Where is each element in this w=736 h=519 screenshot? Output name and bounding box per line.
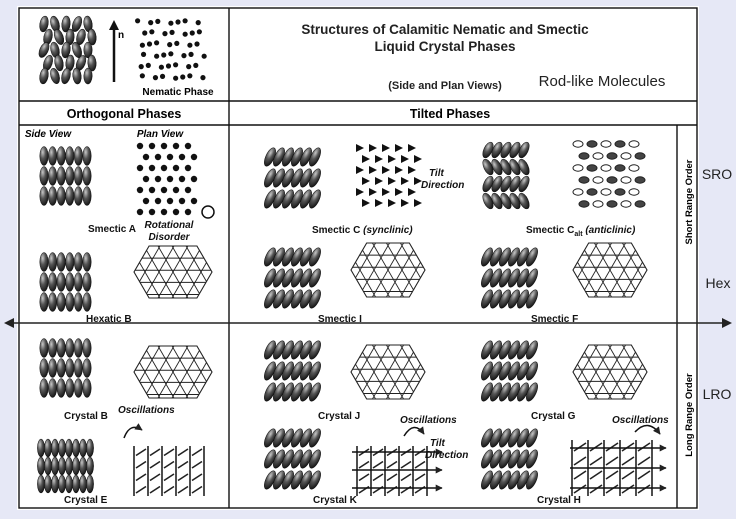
smectic-i-label: Smectic I xyxy=(318,314,362,325)
crystal-h-side xyxy=(479,427,540,491)
lro-label: LRO xyxy=(703,386,732,402)
crystal-g-label: Crystal G xyxy=(531,411,576,422)
sro-label: SRO xyxy=(702,166,732,182)
tilted-header: Tilted Phases xyxy=(410,107,490,121)
crystal-g-side xyxy=(479,339,540,403)
long-range-order-label: Long Range Order xyxy=(684,373,695,457)
hex-label: Hex xyxy=(706,275,731,291)
crystal-e-side xyxy=(37,439,93,493)
smectic-a-label: Smectic A xyxy=(88,224,136,235)
crystal-b-side xyxy=(40,339,91,398)
smectic-a-side xyxy=(40,147,91,206)
oscillations-h-label: Oscillations xyxy=(612,415,669,426)
smectic-f-label: Smectic F xyxy=(531,314,578,325)
disorder-label: Disorder xyxy=(148,232,190,243)
nematic-label: Nematic Phase xyxy=(142,87,214,98)
director-label: n xyxy=(118,30,124,41)
title-views: (Side and Plan Views) xyxy=(388,80,502,92)
plan-view-label: Plan View xyxy=(137,129,185,140)
oscillations-b-label: Oscillations xyxy=(118,405,175,416)
smectic-i-side xyxy=(262,246,323,310)
smectic-c-label: Smectic C (synclinic) xyxy=(312,225,413,236)
short-range-order-label: Short Range Order xyxy=(684,159,695,244)
crystal-k-label: Crystal K xyxy=(313,495,358,506)
title-line-2: Liquid Crystal Phases xyxy=(374,39,515,54)
crystal-k-side xyxy=(262,427,323,491)
nematic-molecules xyxy=(37,15,97,85)
tilt-direction-label: Direction xyxy=(421,180,464,191)
smectic-f-side xyxy=(479,246,540,310)
crystal-b-label: Crystal B xyxy=(64,411,108,422)
crystal-h-label: Crystal H xyxy=(537,495,581,506)
title-line-1: Structures of Calamitic Nematic and Smec… xyxy=(301,22,589,37)
tilt-label: Tilt xyxy=(429,168,444,179)
crystal-e-label: Crystal E xyxy=(64,495,108,506)
tilt-k-label: Tilt xyxy=(430,438,445,449)
crystal-j-side xyxy=(262,339,323,403)
tilt-direction-k-label: Direction xyxy=(425,450,468,461)
hexatic-b-label: Hexatic B xyxy=(86,314,132,325)
rod-like-label: Rod-like Molecules xyxy=(539,73,666,90)
arrow-left-icon xyxy=(4,318,14,328)
oscillations-j-label: Oscillations xyxy=(400,415,457,426)
arrow-right-icon xyxy=(722,318,732,328)
crystal-j-label: Crystal J xyxy=(318,411,360,422)
smectic-c-side xyxy=(262,146,323,210)
rotational-label: Rotational xyxy=(145,220,194,231)
side-view-label: Side View xyxy=(25,129,73,140)
orthogonal-header: Orthogonal Phases xyxy=(67,107,182,121)
hexatic-b-side xyxy=(40,253,91,312)
